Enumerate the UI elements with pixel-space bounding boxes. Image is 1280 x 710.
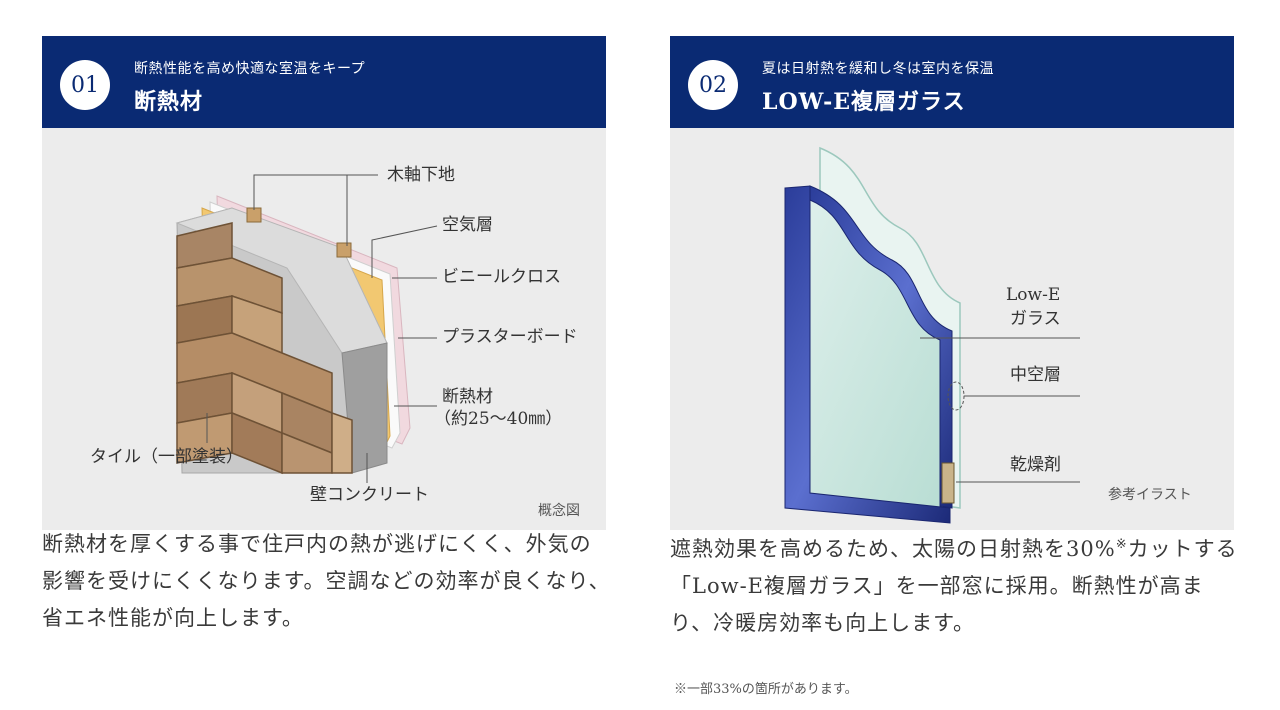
label-lowe: Low-E xyxy=(1006,285,1061,305)
label-tile: タイル（一部塗装） xyxy=(90,447,243,467)
wall-cross-section-illustration xyxy=(175,174,438,483)
label-glass: ガラス xyxy=(1010,309,1061,329)
label-wood-frame: 木軸下地 xyxy=(387,165,455,185)
insulation-header: 01 断熱性能を高め快適な室温をキープ 断熱材 xyxy=(42,36,606,128)
section-number-badge: 01 xyxy=(60,60,110,110)
label-plasterboard: プラスターボード xyxy=(442,327,578,347)
double-glazing-illustration xyxy=(784,146,1080,524)
insulation-card: 01 断熱性能を高め快適な室温をキープ 断熱材 xyxy=(42,36,606,530)
concept-diagram-note: 概念図 xyxy=(538,503,580,519)
glass-diagram-panel: Low-E ガラス 中空層 乾燥剤 参考イラスト xyxy=(670,128,1234,530)
lowe-glass-description: 遮熱効果を高めるため、太陽の日射熱を30%※カットする「Low-E複層ガラス」を… xyxy=(670,526,1240,642)
footnote-mark: ※ xyxy=(1115,537,1128,552)
label-concrete: 壁コンクリート xyxy=(310,485,429,505)
lowe-description-part-a: 遮熱効果を高めるため、太陽の日射熱を30% xyxy=(670,537,1116,561)
section-subtitle: 断熱性能を高め快適な室温をキープ xyxy=(134,61,366,77)
lowe-glass-card: 02 夏は日射熱を緩和し冬は室内を保温 LOW-E複層ガラス xyxy=(670,36,1234,530)
label-hollow-layer: 中空層 xyxy=(1010,365,1061,385)
section-title: LOW-E複層ガラス xyxy=(762,89,966,115)
wall-diagram-panel: 木軸下地 空気層 ビニールクロス プラスターボード 断熱材 （約25〜40㎜） … xyxy=(42,128,606,530)
lowe-description-part-b: カットする「Low-E複層ガラス」を一部窓に採用。断熱性が高まり、冷暖房効率も向… xyxy=(670,537,1238,635)
lowe-glass-header: 02 夏は日射熱を緩和し冬は室内を保温 LOW-E複層ガラス xyxy=(670,36,1234,128)
label-insulation-thickness: （約25〜40㎜） xyxy=(434,409,563,429)
label-desiccant: 乾燥剤 xyxy=(1010,455,1061,475)
reference-illustration-note: 参考イラスト xyxy=(1108,487,1192,503)
section-title: 断熱材 xyxy=(134,89,204,115)
footnote: ※一部33%の箇所があります。 xyxy=(674,682,858,697)
section-subtitle: 夏は日射熱を緩和し冬は室内を保温 xyxy=(762,61,994,77)
insulation-description: 断熱材を厚くする事で住戸内の熱が逃げにくく、外気の影響を受けにくくなります。空調… xyxy=(42,532,611,630)
section-number-badge: 02 xyxy=(688,60,738,110)
label-vinyl-cloth: ビニールクロス xyxy=(442,267,561,287)
label-insulation: 断熱材 xyxy=(442,387,493,407)
label-air-layer: 空気層 xyxy=(442,215,493,235)
